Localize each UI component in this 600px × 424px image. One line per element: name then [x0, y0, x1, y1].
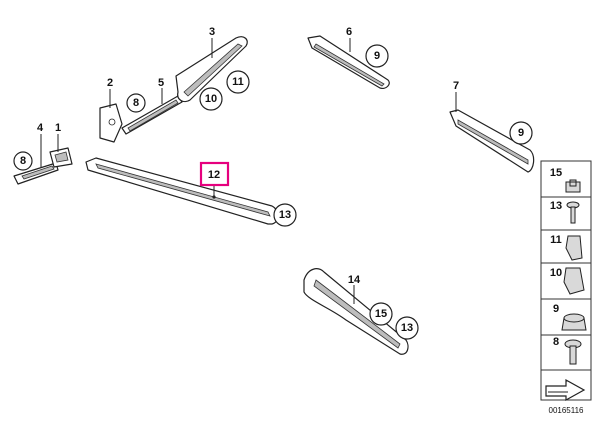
svg-text:8: 8 [20, 155, 26, 167]
direction-arrow-icon [545, 378, 586, 402]
legend-11-label: 11 [550, 234, 562, 246]
svg-text:9: 9 [518, 127, 524, 139]
callout-9-right[interactable]: 9 [509, 121, 533, 145]
part-3-panel[interactable] [175, 36, 248, 103]
part-12-highlight-box[interactable] [199, 161, 230, 187]
svg-text:13: 13 [279, 209, 291, 221]
svg-text:8: 8 [133, 97, 139, 109]
callout-8-left[interactable]: 8 [13, 151, 33, 171]
callout-13-bottom[interactable]: 13 [395, 316, 419, 340]
legend-8-box[interactable] [540, 334, 592, 371]
bolt-icon [564, 339, 582, 365]
legend-10-label: 10 [550, 267, 562, 279]
fastener-legend: 15 13 11 10 9 8 [540, 160, 592, 402]
clip-icon-2 [563, 267, 585, 295]
speed-nut-icon [565, 179, 581, 193]
svg-text:10: 10 [205, 93, 217, 105]
diagram-reference-number: 00165116 [549, 406, 585, 415]
legend-9-label: 9 [553, 303, 559, 315]
callout-15[interactable]: 15 [369, 302, 393, 326]
callout-9-top[interactable]: 9 [365, 44, 389, 68]
part-7-trim[interactable] [449, 109, 535, 173]
part-14-trim[interactable] [303, 268, 409, 355]
legend-13-box[interactable] [540, 196, 592, 231]
svg-text:11: 11 [232, 76, 244, 88]
label-14[interactable]: 14 [348, 274, 361, 286]
callout-8-mid[interactable]: 8 [126, 93, 146, 113]
label-4[interactable]: 4 [37, 122, 44, 134]
nut-icon [561, 313, 587, 331]
clip-icon [565, 235, 583, 261]
part-6-trim[interactable] [307, 35, 390, 89]
legend-8-label: 8 [553, 336, 559, 348]
label-7[interactable]: 7 [453, 80, 459, 92]
legend-13-label: 13 [550, 200, 562, 212]
callout-13-mid[interactable]: 13 [273, 203, 297, 227]
label-2[interactable]: 2 [107, 77, 113, 89]
svg-text:9: 9 [374, 50, 380, 62]
screw-icon [566, 201, 580, 224]
part-2-bracket[interactable] [99, 103, 123, 143]
label-1[interactable]: 1 [55, 122, 61, 134]
part-5-strip[interactable] [121, 95, 183, 135]
label-6[interactable]: 6 [346, 26, 352, 38]
legend-15-label: 15 [550, 167, 562, 179]
svg-text:13: 13 [401, 322, 413, 334]
label-5[interactable]: 5 [158, 77, 164, 89]
label-12[interactable]: 12 [208, 169, 220, 181]
part-4-trim[interactable] [13, 162, 59, 185]
callout-11[interactable]: 11 [226, 70, 250, 94]
label-3[interactable]: 3 [209, 26, 215, 38]
part-12-sill-trim[interactable] [85, 157, 279, 225]
part-1-clip[interactable] [49, 147, 73, 168]
callout-10[interactable]: 10 [199, 87, 223, 111]
svg-text:15: 15 [375, 308, 387, 320]
